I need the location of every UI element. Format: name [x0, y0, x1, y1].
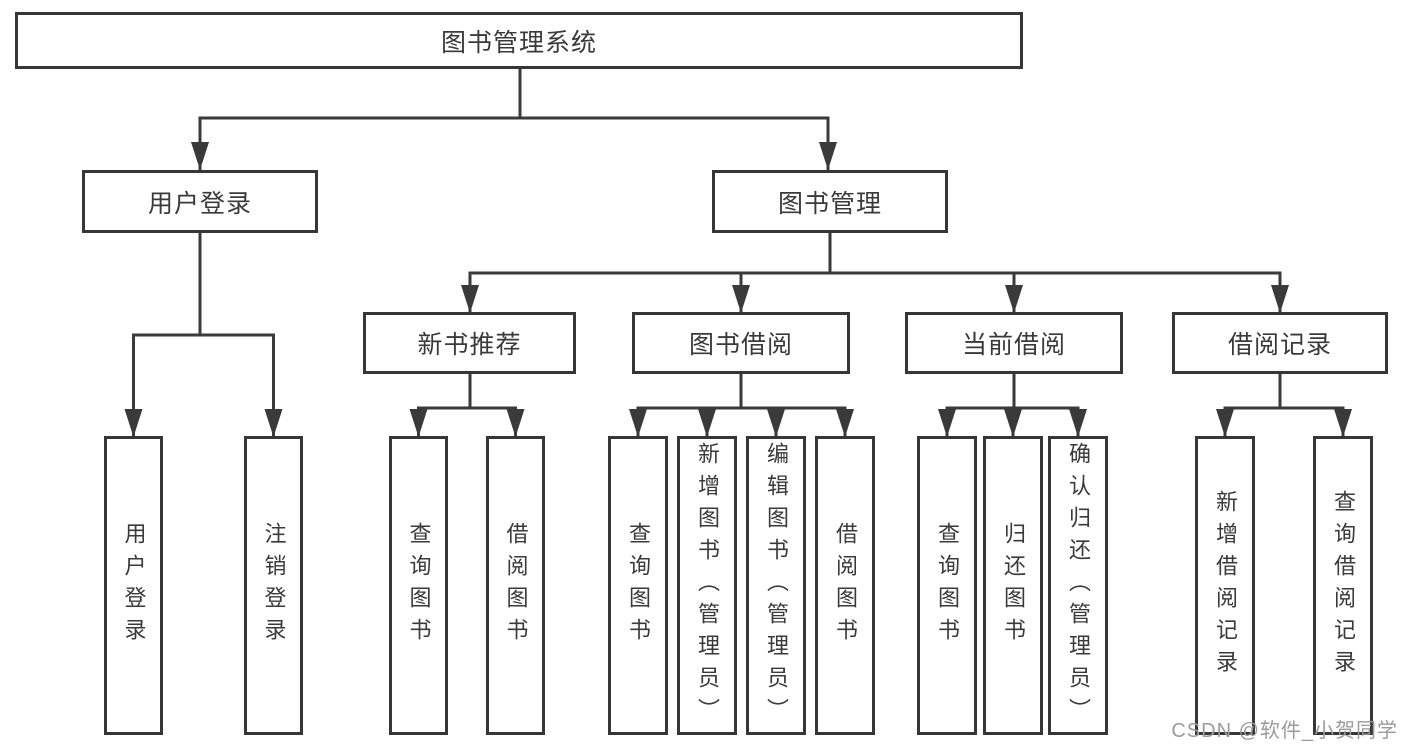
leaf-confirm-return-admin: 确认归还（管理员）	[1048, 436, 1108, 735]
node-label: 查询图书	[626, 521, 651, 650]
node-user-login: 用户登录	[82, 170, 318, 233]
node-library-management-system: 图书管理系统	[15, 12, 1023, 69]
node-book-borrow: 图书借阅	[632, 312, 850, 374]
node-label: 编辑图书（管理员）	[764, 441, 789, 730]
node-label: 用户登录	[147, 189, 252, 218]
node-label: 新增图书（管理员）	[695, 441, 720, 730]
node-label: 查询借阅记录	[1331, 489, 1356, 682]
node-label: 借阅图书	[833, 521, 858, 650]
leaf-query-books-current: 查询图书	[917, 436, 977, 735]
node-label: 查询图书	[935, 521, 960, 650]
node-label: 注销登录	[261, 521, 287, 650]
leaf-add-borrow-record: 新增借阅记录	[1195, 436, 1255, 735]
leaf-add-book-admin: 新增图书（管理员）	[677, 436, 737, 735]
node-label: 图书借阅	[688, 331, 793, 359]
leaf-borrow-books-recommend: 借阅图书	[486, 436, 545, 735]
node-label: 图书管理系统	[440, 28, 597, 57]
node-current-borrow: 当前借阅	[905, 312, 1123, 374]
node-label: 确认归还（管理员）	[1066, 441, 1091, 730]
node-label: 当前借阅	[961, 331, 1066, 359]
node-borrow-records: 借阅记录	[1172, 312, 1388, 374]
node-label: 图书管理	[777, 189, 882, 218]
leaf-query-borrow-record: 查询借阅记录	[1313, 436, 1373, 735]
leaf-logout: 注销登录	[244, 436, 303, 735]
leaf-borrow-books: 借阅图书	[815, 436, 875, 735]
node-label: 用户登录	[121, 521, 147, 650]
csdn-watermark: CSDN @软件_小贺同学	[1171, 720, 1398, 742]
leaf-edit-book-admin: 编辑图书（管理员）	[746, 436, 806, 735]
node-label: 归还图书	[1001, 521, 1026, 650]
node-label: 查询图书	[406, 521, 432, 650]
node-label: 新增借阅记录	[1213, 489, 1238, 682]
leaf-return-book: 归还图书	[983, 436, 1043, 735]
node-label: 借阅记录	[1227, 331, 1332, 359]
node-label: 新书推荐	[417, 331, 522, 359]
node-book-management: 图书管理	[712, 170, 948, 233]
leaf-user-login: 用户登录	[104, 436, 163, 735]
node-new-book-recommend: 新书推荐	[363, 312, 576, 374]
leaf-query-books-recommend: 查询图书	[389, 436, 448, 735]
node-label: 借阅图书	[503, 521, 529, 650]
leaf-query-books-borrow: 查询图书	[608, 436, 668, 735]
